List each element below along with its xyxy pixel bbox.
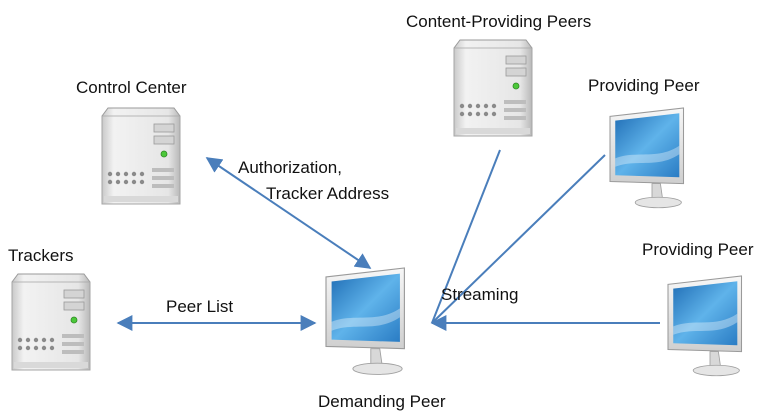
providing-peer-top-monitor-icon <box>609 107 685 209</box>
trackers-server-icon <box>11 273 91 371</box>
connector-lines <box>116 149 660 331</box>
authorization-arrow <box>205 157 372 269</box>
trackers-label: Trackers <box>8 246 74 265</box>
tracker-address-label: Tracker Address <box>266 184 390 203</box>
control-center-label: Control Center <box>76 78 187 97</box>
authorization-label: Authorization, <box>238 158 342 177</box>
demanding-peer-monitor-icon <box>325 267 405 375</box>
providing-peer-top-label: Providing Peer <box>588 76 700 95</box>
providing-peer-right-label: Providing Peer <box>642 240 754 259</box>
control-center-server-icon <box>101 107 181 205</box>
demanding-peer-label: Demanding Peer <box>318 392 446 411</box>
peer-list-label: Peer List <box>166 297 234 316</box>
content-providing-peers-label: Content-Providing Peers <box>406 12 592 31</box>
streaming-line-providing-peer-top <box>431 154 606 324</box>
streaming-line-content-peers <box>431 149 501 324</box>
streaming-label: Streaming <box>441 285 519 304</box>
providing-peer-right-monitor-icon <box>667 275 743 377</box>
content-providing-peers-server-icon <box>453 39 533 137</box>
